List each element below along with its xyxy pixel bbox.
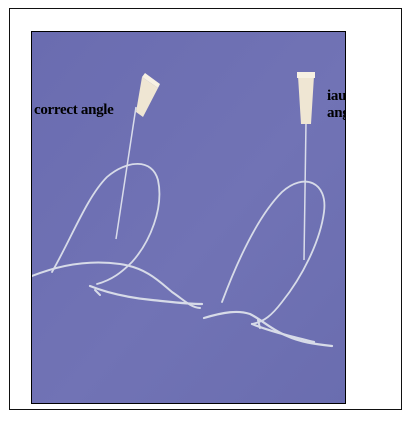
needle-angle-photo: correct angle iausse angle bbox=[31, 31, 346, 404]
label-iausse-angle: iausse angle bbox=[327, 88, 346, 122]
label-correct-angle: correct angle bbox=[34, 102, 114, 119]
